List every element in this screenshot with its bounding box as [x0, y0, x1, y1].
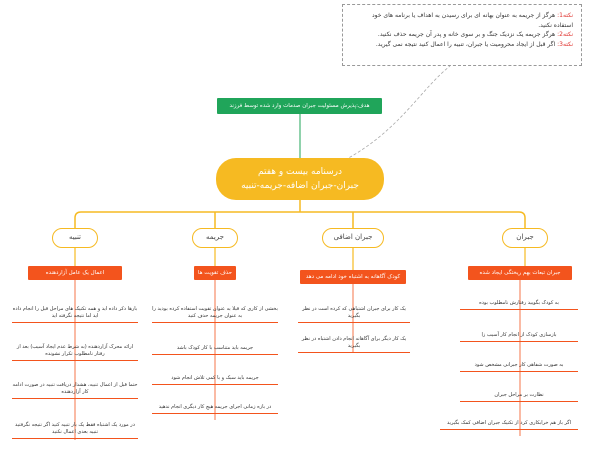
branch-compensation[interactable]: جبران	[502, 228, 548, 248]
note-2: نکته2: هرگز جریمه یک نزدیک جنگ و بر سوی …	[351, 30, 573, 40]
leaf-fine-4[interactable]: در بازه زمانی اجرای جریمه هیچ کار دیگری …	[152, 404, 278, 414]
leaf-extra-compensation-2[interactable]: یک کار دیگر برای آگاهانه انجام دادن اشتب…	[298, 336, 410, 353]
note-3-text: اگر قبل از ایجاد محرومیت یا جبران، تنبیه…	[375, 40, 556, 48]
note-1-text: هرگز از جریمه به عنوان بهانه ای برای رسی…	[371, 12, 573, 29]
leaf-fine-1[interactable]: بخشی از کاری که قبلا به عنوان تقویت استف…	[152, 306, 278, 323]
leaf-extra-compensation-1[interactable]: یک کار برای جبران اشتباهی که کرده است در…	[298, 306, 410, 323]
branch-punishment[interactable]: تنبیه	[52, 228, 98, 248]
note-2-label: نکته2:	[557, 31, 573, 38]
leaf-punishment-4[interactable]: در مورد یک اشتباه فقط یک بار تنبیه کنید …	[12, 422, 138, 439]
root-title-line2: جبران-جبران اضافه-جریمه-تنبیه	[241, 181, 359, 191]
leaf-fine-3[interactable]: جریمه باید سبک و با کمی تلاش انجام شود	[152, 375, 278, 385]
sub-compensation[interactable]: جبران تبعات بهم ریختگی ایجاد شده	[468, 266, 572, 280]
branch-to-sub-lines	[74, 248, 526, 270]
leaf-compensation-1[interactable]: به کودک بگویید رفتارش نامطلوب بوده	[460, 300, 578, 310]
sub-punishment[interactable]: اعمال یک عامل آزاردهنده	[28, 266, 122, 280]
sub-to-leaf-lines	[74, 280, 521, 440]
leaf-punishment-3[interactable]: حتما قبل از اعمال تنبیه، هشدار دریافت تن…	[12, 382, 138, 399]
note-connector	[344, 65, 451, 161]
sub-extra-compensation[interactable]: کودک آگاهانه به اشتباه خود ادامه می دهد	[300, 270, 406, 284]
note-3-label: نکته3:	[557, 40, 573, 48]
leaf-compensation-5[interactable]: اگر باز هم خرابکاری کرد از تکنیک جبران ا…	[440, 420, 578, 430]
note-2-text: هرگز جریمه یک نزدیک جنگ و بر سوی خانه و …	[377, 31, 556, 38]
leaf-compensation-3[interactable]: به صورت شفاهی کار جبرانی مشخص شود	[460, 362, 578, 372]
root-node[interactable]: درسنامه بیست و هفتم جبران-جبران اضافه-جر…	[216, 158, 384, 200]
sub-fine[interactable]: حذف تقویت ها	[194, 266, 236, 280]
leaf-compensation-2[interactable]: بازسازی کودک از انجام کار آسیب زا	[460, 332, 578, 342]
goal-node[interactable]: هدف:پذیرش مسئولیت جبران صدمات وارد شده ت…	[217, 98, 382, 114]
note-1: نکته1: هرگز از جریمه به عنوان بهانه ای ب…	[351, 11, 573, 30]
root-to-branch-lines	[74, 200, 526, 228]
note-1-label: نکته1:	[557, 12, 573, 19]
branch-extra-compensation[interactable]: جبران اضافی	[322, 228, 384, 248]
leaf-punishment-2[interactable]: ارائه محرک آزاردهنده (به شرط عدم ایجاد آ…	[12, 344, 138, 361]
notes-box: نکته1: هرگز از جریمه به عنوان بهانه ای ب…	[342, 4, 582, 66]
note-3: نکته3: اگر قبل از ایجاد محرومیت یا جبران…	[351, 40, 573, 50]
leaf-punishment-1[interactable]: بارها ذکر داده اید و همه تکنیک های مراحل…	[12, 306, 138, 323]
leaf-fine-2[interactable]: جریمه باید متناسب با کار کودک باشد	[152, 345, 278, 355]
root-title-line1: درسنامه بیست و هفتم	[257, 167, 343, 177]
leaf-compensation-4[interactable]: نظارت بر مراحل جبران	[460, 392, 578, 402]
branch-fine[interactable]: جریمه	[192, 228, 238, 248]
